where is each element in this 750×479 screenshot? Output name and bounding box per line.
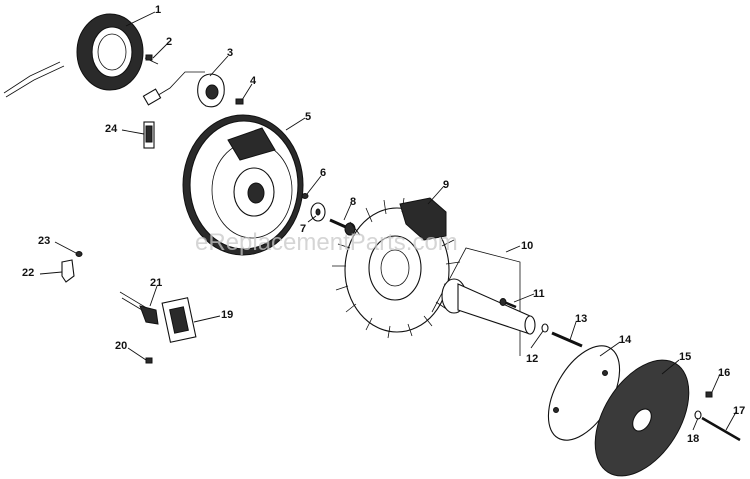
part-10-shaft[interactable] [431, 247, 536, 356]
part-7-washer[interactable] [310, 202, 326, 222]
callout-11: 11 [533, 288, 545, 300]
callout-5: 5 [305, 111, 311, 123]
part-23-screw[interactable] [75, 251, 83, 257]
part-19-rectifier[interactable] [161, 297, 197, 343]
part-3-ignition-module[interactable] [142, 71, 225, 108]
part-9-fan[interactable] [332, 197, 461, 339]
part-16-screw[interactable] [705, 391, 713, 398]
part-5-flywheel[interactable] [182, 114, 304, 256]
watermark: eReplacementParts.com [195, 229, 458, 256]
part-11-screw[interactable] [499, 298, 517, 309]
callout-21: 21 [150, 277, 162, 289]
callout-7: 7 [300, 223, 306, 235]
callout-12: 12 [526, 353, 538, 365]
part-6-key[interactable] [301, 193, 309, 199]
part-15-screen[interactable] [576, 344, 708, 479]
callout-17: 17 [733, 405, 745, 417]
part-24-spark-plug[interactable] [143, 121, 155, 149]
part-18-washer[interactable] [694, 410, 702, 420]
part-13-pin[interactable] [551, 331, 583, 348]
part-21-wire-connector[interactable] [119, 291, 159, 325]
callout-18: 18 [687, 433, 699, 445]
part-12-washer[interactable] [541, 323, 549, 333]
callout-4: 4 [250, 75, 257, 87]
callout-16: 16 [718, 367, 730, 379]
callout-22: 22 [22, 267, 34, 279]
callout-8: 8 [350, 196, 356, 208]
part-17-bolt[interactable] [701, 416, 741, 442]
leader-lines [39, 11, 737, 431]
callout-3: 3 [227, 47, 233, 59]
callout-1: 1 [155, 4, 161, 16]
part-2-screw[interactable] [144, 54, 159, 65]
part-22-bracket[interactable] [61, 259, 75, 283]
part-20-screw[interactable] [145, 357, 153, 364]
callout-13: 13 [575, 313, 587, 325]
callout-6: 6 [320, 167, 326, 179]
part-1-stator[interactable] [3, 13, 144, 98]
callout-2: 2 [166, 36, 172, 48]
callout-9: 9 [443, 179, 449, 191]
part-4-screw[interactable] [235, 98, 244, 105]
callout-20: 20 [115, 340, 127, 352]
part-8-bolt[interactable] [329, 218, 356, 236]
callout-19: 19 [221, 309, 233, 321]
callout-labels: 1 2 3 4 5 6 7 8 9 10 11 12 13 14 15 16 1… [22, 4, 745, 445]
callout-14: 14 [619, 334, 632, 346]
callout-10: 10 [521, 240, 533, 252]
callout-23: 23 [38, 235, 50, 247]
callout-15: 15 [679, 351, 691, 363]
callout-24: 24 [105, 123, 118, 135]
